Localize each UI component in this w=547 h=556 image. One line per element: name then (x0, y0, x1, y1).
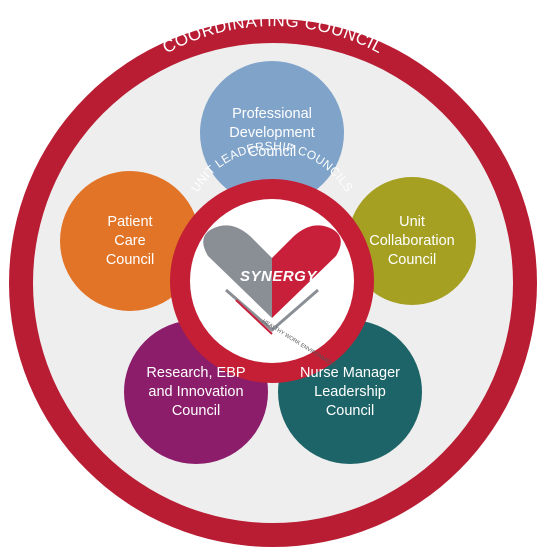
unit-collaboration-council-circle (348, 177, 476, 305)
research-ebp-innovation-council-label: Research, EBP and Innovation Council (146, 364, 246, 419)
nurse-manager-leadership-council-label: Nurse Manager Leadership Council (300, 364, 400, 419)
unit-collaboration-council-label: Unit Collaboration Council (369, 213, 455, 268)
patient-care-council-circle (60, 171, 200, 311)
synergy-heart-icon (203, 225, 341, 335)
professional-development-council-label: Professional Development Council (229, 105, 315, 160)
professional-development-council-circle (200, 61, 344, 205)
patient-care-council-label: Patient Care Council (105, 213, 155, 268)
logo-word: SYNERGY (240, 268, 317, 285)
